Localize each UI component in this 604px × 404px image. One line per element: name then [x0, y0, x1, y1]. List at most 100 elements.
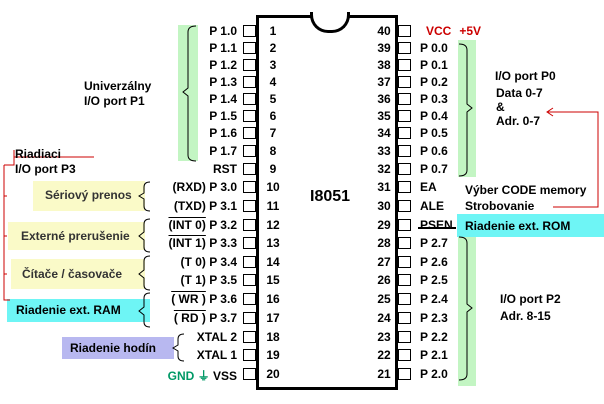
- p3-label-2: I/O port P3: [15, 162, 76, 176]
- pin-alt-function: (INT 0): [168, 218, 206, 232]
- interrupt-brace: [138, 218, 151, 253]
- pin-function: P 3.7: [209, 311, 237, 325]
- p2-brace: [458, 236, 473, 381]
- pin-number: 37: [377, 75, 391, 89]
- ext-rom-bg: [457, 214, 604, 237]
- pin-12-label: (INT 0) P 3.2: [147, 218, 238, 232]
- pin-32-box: [398, 163, 411, 175]
- pin-number: 22: [377, 348, 391, 362]
- pin-number: 33: [377, 144, 391, 158]
- pin-number: 17: [266, 311, 280, 325]
- pin-5-box: [243, 93, 256, 105]
- chip-body: [256, 15, 398, 390]
- pin-number: 5: [269, 92, 277, 106]
- pin-34-label: P 0.5: [420, 126, 448, 140]
- pin-22-label: P 2.1: [420, 348, 448, 362]
- pin-11-box: [243, 200, 256, 212]
- pin-8-box: [243, 145, 256, 157]
- pin-21-box: [398, 368, 411, 380]
- pin-28-box: [398, 237, 411, 249]
- pin-function: P 3.3: [209, 236, 237, 250]
- pin-1-label: P 1.0: [209, 24, 237, 38]
- pin-40-box: [398, 25, 411, 37]
- pin-15-box: [243, 274, 256, 286]
- pin-14-label: (T 0) P 3.4: [180, 255, 237, 269]
- pin-16-box: [243, 293, 256, 305]
- pin-30-label: ALE: [420, 199, 444, 213]
- pin-number: 24: [377, 311, 391, 325]
- pin-36-box: [398, 93, 411, 105]
- ea-desc: Výber CODE memory: [465, 183, 587, 197]
- pin-36-label: P 0.3: [420, 92, 448, 106]
- pin-19-label: XTAL 1: [196, 348, 237, 362]
- pin-number: 27: [377, 255, 391, 269]
- pin-23-box: [398, 331, 411, 343]
- pin-number: 13: [266, 236, 280, 250]
- pin-5-label: P 1.4: [209, 92, 237, 106]
- timers-box: [11, 259, 145, 289]
- chip-name: I8051: [310, 188, 351, 205]
- ext-ram-label: Riadenie ext. RAM: [16, 303, 121, 317]
- pin-number: 20: [266, 367, 280, 381]
- pin-10-label: (RXD) P 3.0: [172, 180, 237, 194]
- pin-35-label: P 0.4: [420, 109, 448, 123]
- p2-label-1: I/O port P2: [500, 292, 561, 306]
- voltage-label: +5V: [459, 24, 482, 38]
- pin-29-box: [398, 219, 411, 231]
- pin-number: 8: [269, 144, 277, 158]
- serial-box: [33, 181, 145, 211]
- pin-2-label: P 1.1: [209, 41, 237, 55]
- pin-32-label: P 0.7: [420, 162, 448, 176]
- pin-39-label: P 0.0: [420, 41, 448, 55]
- pin-19-box: [243, 349, 256, 361]
- pin-25-label: P 2.4: [420, 292, 448, 306]
- pin-38-label: P 0.1: [420, 58, 448, 72]
- pin-number: 38: [377, 58, 391, 72]
- ale-desc: Strobovanie: [465, 199, 535, 213]
- pin-3-label: P 1.2: [209, 58, 237, 72]
- pin-8-label: P 1.7: [209, 144, 237, 158]
- serial-brace: [138, 181, 151, 212]
- pin-function: P 3.2: [209, 218, 237, 232]
- pin-39-box: [398, 42, 411, 54]
- pin-alt-function: (INT 1): [168, 236, 206, 250]
- pin-3-box: [243, 59, 256, 71]
- p0-brace: [458, 43, 473, 177]
- pin-number: 35: [377, 109, 391, 123]
- pin-24-label: P 2.3: [420, 311, 448, 325]
- timers-brace: [138, 255, 151, 291]
- pin-number: 30: [377, 199, 391, 213]
- ext-ram-box: [7, 299, 150, 322]
- pin-20-box: [243, 368, 256, 380]
- p3-label-1: Riadiaci: [15, 147, 62, 161]
- pin-number: 12: [266, 218, 280, 232]
- pin-number: 25: [377, 292, 391, 306]
- pin-6-label: P 1.5: [209, 109, 237, 123]
- pin-number: 9: [269, 162, 277, 176]
- pin-number: 36: [377, 92, 391, 106]
- pin-37-box: [398, 76, 411, 88]
- pin-number: 32: [377, 162, 391, 176]
- pin-number: 14: [266, 255, 280, 269]
- pin-22-box: [398, 349, 411, 361]
- ext-rom-label: Riadenie ext. ROM: [465, 219, 571, 233]
- pin-15-label: (T 1) P 3.5: [180, 273, 237, 287]
- pin-number: 26: [377, 273, 391, 287]
- pin-35-box: [398, 110, 411, 122]
- p0-label-4: Adr. 0-7: [496, 114, 541, 128]
- p1-label-1: Univerzálny: [84, 79, 152, 93]
- pin-17-box: [243, 312, 256, 324]
- arrow-line: [546, 107, 599, 208]
- pin-number: 7: [269, 126, 277, 140]
- p1-label-2: I/O port P1: [84, 94, 145, 108]
- pin-34-box: [398, 127, 411, 139]
- pin-number: 15: [266, 273, 280, 287]
- p3-bracket: [3, 150, 94, 301]
- pin-17-label: ( RD ) P 3.7: [147, 311, 237, 325]
- pin-number: 28: [377, 236, 391, 250]
- pin-number: 4: [269, 75, 277, 89]
- vcc-label: VCC: [426, 24, 452, 38]
- pin-21-label: P 2.0: [420, 367, 448, 381]
- pin-33-label: P 0.6: [420, 144, 448, 158]
- pin-function: P 3.6: [209, 292, 237, 306]
